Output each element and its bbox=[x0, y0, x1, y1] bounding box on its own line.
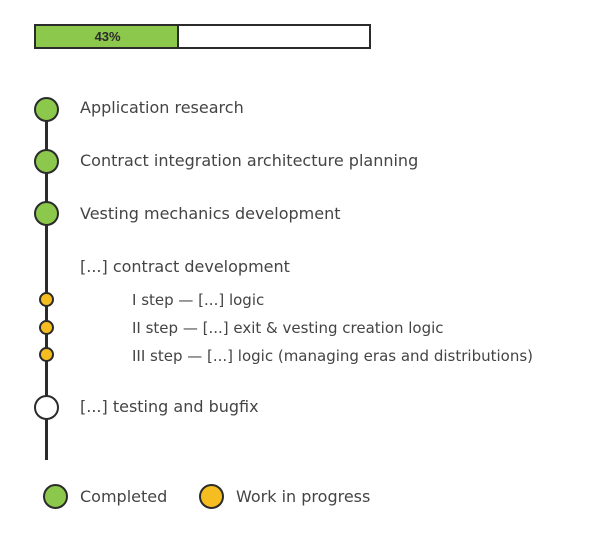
legend-completed-icon bbox=[43, 484, 68, 509]
progress-label: 43% bbox=[94, 29, 121, 44]
timeline-node-in-progress bbox=[39, 292, 54, 307]
progress-fill bbox=[36, 26, 180, 47]
timeline-node-in-progress bbox=[39, 320, 54, 335]
progress-bar: 43% bbox=[34, 24, 371, 49]
legend-in-progress-label: Work in progress bbox=[236, 487, 371, 506]
legend-completed-label: Completed bbox=[80, 487, 168, 506]
timeline-item-label: [...] testing and bugfix bbox=[80, 397, 259, 416]
timeline-item-label: Vesting mechanics development bbox=[80, 204, 341, 223]
timeline-node-completed bbox=[34, 97, 59, 122]
timeline-subitem-label: II step — [...] exit & vesting creation … bbox=[132, 319, 444, 337]
timeline-node-pending bbox=[34, 395, 59, 420]
timeline-group-label: [...] contract development bbox=[80, 257, 290, 276]
timeline-subitem-label: III step — [...] logic (managing eras an… bbox=[132, 347, 533, 365]
timeline-subitem-label: I step — [...] logic bbox=[132, 291, 265, 309]
timeline-line bbox=[45, 110, 48, 460]
timeline-item-label: Contract integration architecture planni… bbox=[80, 151, 419, 170]
timeline-item-label: Application research bbox=[80, 98, 244, 117]
timeline-node-in-progress bbox=[39, 347, 54, 362]
legend-in-progress-icon bbox=[199, 484, 224, 509]
timeline-node-completed bbox=[34, 201, 59, 226]
timeline-node-completed bbox=[34, 149, 59, 174]
